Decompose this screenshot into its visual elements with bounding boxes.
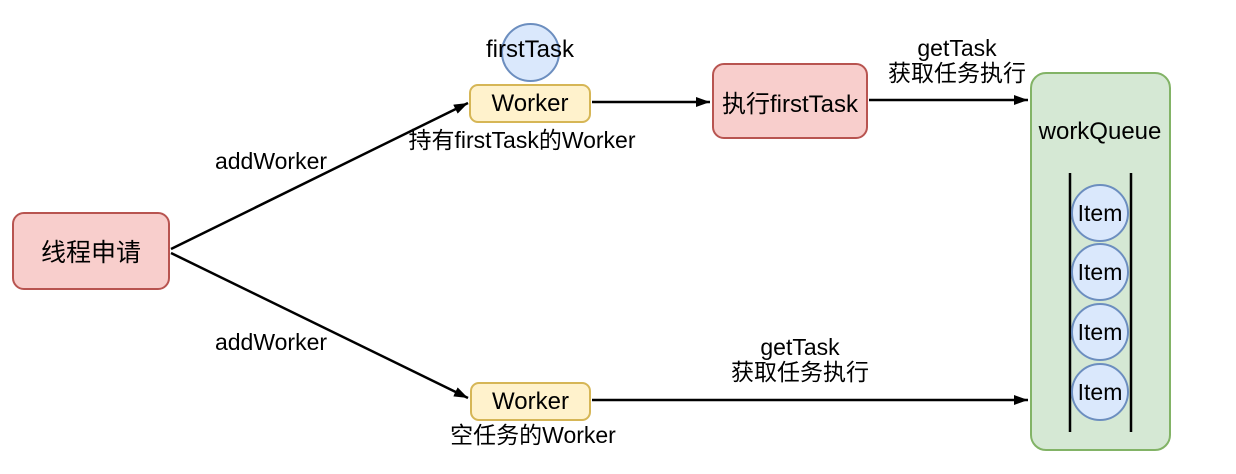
worker-node-top: Worker — [469, 84, 591, 123]
gettask-label-top-line2: 获取任务执行 — [888, 60, 1026, 86]
thread-request-node: 线程申请 — [12, 212, 170, 290]
worker-bottom-caption: 空任务的Worker — [450, 422, 616, 448]
gettask-label-bottom-line1: getTask — [760, 334, 840, 360]
addworker-label-top: addWorker — [214, 148, 328, 174]
addworker-label-bottom: addWorker — [214, 329, 328, 355]
worker-node-bottom: Worker — [470, 382, 591, 421]
queue-item-circle: Item — [1071, 243, 1129, 301]
queue-item-circle: Item — [1071, 184, 1129, 242]
edge-addworker-top — [170, 101, 469, 251]
edge-addworker-bottom — [170, 251, 469, 400]
gettask-label-top-line1: getTask — [917, 35, 997, 61]
queue-item-circle: Item — [1071, 363, 1129, 421]
gettask-label-bottom-line2: 获取任务执行 — [731, 359, 869, 385]
work-queue-title: workQueue — [1038, 118, 1162, 145]
worker-top-caption: 持有firstTask的Worker — [408, 127, 636, 153]
exec-first-task-node: 执行firstTask — [712, 63, 868, 139]
first-task-circle — [501, 23, 560, 82]
first-task-label: firstTask — [485, 36, 575, 63]
queue-item-circle: Item — [1071, 303, 1129, 361]
